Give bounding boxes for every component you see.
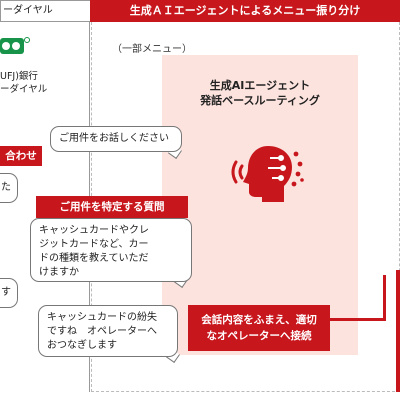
connector-horizontal xyxy=(330,318,386,321)
right-edge-red-bar xyxy=(396,270,400,392)
question-line-4: けますか xyxy=(39,267,79,278)
identify-question-tag: ご用件を特定する質問 xyxy=(36,196,188,218)
inquiry-tag: 合わせ xyxy=(0,146,42,166)
connector-vertical xyxy=(383,275,386,320)
transfer-line-2: ですね オペレーターへ xyxy=(47,326,157,337)
bank-line-1: UFJ)銀行 xyxy=(0,71,38,82)
question-line-1: キャッシュカードやクレ xyxy=(39,225,149,236)
question-bubble: キャッシュカードやクレ ジットカードなど、カー ドの種類を教えていただ けますか xyxy=(30,218,192,282)
operator-tag-line-1: 会話内容をふまえ、適切 xyxy=(201,314,317,326)
operator-tag-line-2: なオペレーターへ接続 xyxy=(206,330,312,342)
header-title: 生成ＡＩエージェントによるメニュー振り分け xyxy=(90,0,400,22)
ai-title-line-1: 生成AIエージェント xyxy=(209,79,311,92)
operator-routing-tag: 会話内容をふまえ、適切 なオペレーターへ接続 xyxy=(188,305,330,351)
greeting-bubble: ご用件をお話しください xyxy=(50,126,182,152)
question-line-2: ジットカードなど、カー xyxy=(39,239,149,250)
ai-title-line-2: 発話ベースルーティング xyxy=(200,94,320,107)
ai-head-icon xyxy=(231,146,304,202)
transfer-line-1: キャッシュカードの紛失 xyxy=(47,312,157,323)
transfer-line-3: おつなぎします xyxy=(47,340,117,351)
customer-bubble-2: す xyxy=(0,278,18,308)
question-line-3: ドの種類を教えていただ xyxy=(39,253,149,264)
bank-name: UFJ)銀行 ーダイヤル xyxy=(0,70,47,96)
transfer-bubble: キャッシュカードの紛失 ですね オペレーターへ おつなぎします xyxy=(38,305,178,357)
bank-line-2: ーダイヤル xyxy=(0,84,48,95)
ai-agent-title: 生成AIエージェント 発話ベースルーティング xyxy=(162,78,358,108)
header-left-label: ーダイヤル xyxy=(0,0,90,22)
customer-bubble-1: た xyxy=(0,173,18,203)
bank-logo-icon xyxy=(0,37,30,54)
sub-menu-note: （一部メニュー） xyxy=(112,44,192,55)
